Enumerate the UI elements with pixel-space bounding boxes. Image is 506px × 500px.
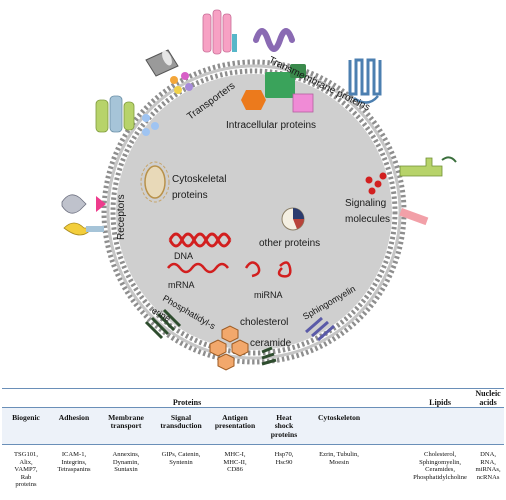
serpentine-receptor-icon <box>348 58 382 104</box>
group-header-lipids: Lipids <box>408 388 473 408</box>
mirna-icon <box>244 261 292 278</box>
table-cell <box>372 444 409 500</box>
label-cytoskeletal-1: Cytoskeletal <box>172 174 226 185</box>
table-cell: Ezrin, Tubulin,Moesin <box>306 444 373 500</box>
cholesterol-icon <box>209 325 249 371</box>
ceramide-icon <box>261 346 277 366</box>
transporter-icon <box>170 9 237 94</box>
other-proteins-icon <box>281 207 305 231</box>
table-cell: Annexins,Dynamin,Suntaxin <box>98 444 154 500</box>
column-header: Cytoskeleton <box>306 407 373 445</box>
group-header-nucleic-acids: Nucleic acids <box>472 388 505 408</box>
column-header <box>472 407 505 445</box>
label-cytoskeletal-2: proteins <box>172 190 208 201</box>
table-cell: Hsp70,Hsc90 <box>262 444 306 500</box>
exosome-diagram: Transporters Transmembrane proteins Intr… <box>61 9 457 371</box>
transmembrane-protein-icon <box>253 28 306 98</box>
column-header: Adhesion <box>50 407 98 445</box>
intracellular-protein-icons <box>241 90 314 113</box>
channel-icon <box>145 49 179 77</box>
membrane-bilayer <box>101 59 407 365</box>
table-cell: ICAM-1,Integrins,Tetraspanins <box>50 444 98 500</box>
label-intracellular-proteins: Intracellular proteins <box>226 120 316 131</box>
column-header <box>372 407 409 445</box>
signaling-ligand-icon <box>399 156 457 226</box>
label-dna: DNA <box>174 251 193 261</box>
label-mirna: miRNA <box>254 290 283 300</box>
label-cholesterol: cholesterol <box>240 317 288 328</box>
phosphatidylserine-icon <box>144 308 182 340</box>
column-header: Biogenic <box>2 407 50 445</box>
table-cell: DNA,RNA,miRNAs,ncRNAs <box>472 444 505 500</box>
signaling-molecules-icon <box>365 172 387 195</box>
label-signaling-2: molecules <box>345 214 390 225</box>
sphingomyelin-icon <box>305 316 335 342</box>
column-header <box>408 407 473 445</box>
receptor-ligand-icon <box>61 194 106 236</box>
cytoskeleton-icon <box>140 161 170 203</box>
label-receptors: Receptors <box>116 194 127 240</box>
table-cell: Cholesterol,Sphingomyelin,Ceramides,Phos… <box>408 444 473 500</box>
label-mrna: mRNA <box>168 280 195 290</box>
table-cell: GIPs, Catenin,Syntenin <box>154 444 208 500</box>
receptor-icon <box>95 95 159 136</box>
group-header-proteins: Proteins <box>2 388 373 408</box>
mrna-icon <box>167 262 229 274</box>
label-ceramide: ceramide <box>250 338 292 349</box>
group-header-row: Proteins Lipids Nucleic acids <box>2 388 505 408</box>
label-signaling-1: Signaling <box>345 198 386 209</box>
vesicle-lumen <box>116 74 392 350</box>
dna-icon <box>168 232 232 248</box>
table-cell: MHC-I,MHC-II,CD86 <box>208 444 262 500</box>
label-other-proteins: other proteins <box>259 238 320 249</box>
